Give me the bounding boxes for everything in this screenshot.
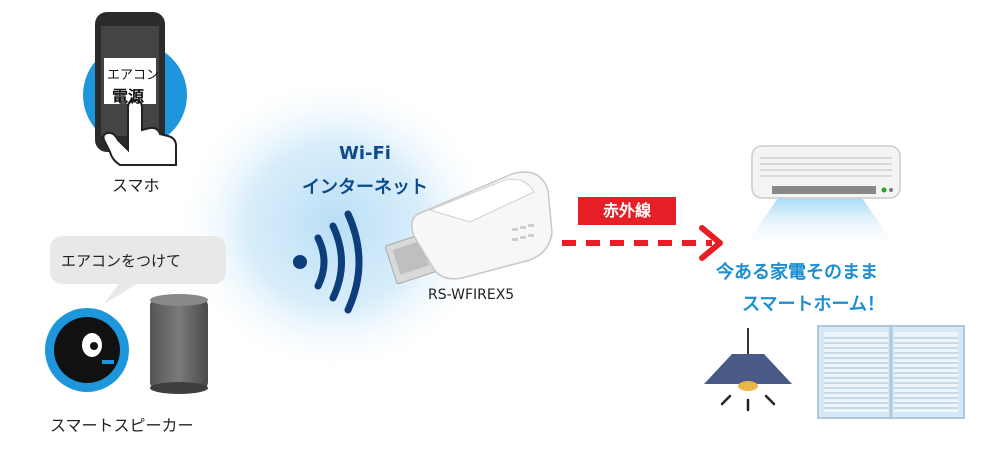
- wifi-signal-icon: [293, 210, 363, 314]
- air-conditioner-icon: [742, 145, 901, 250]
- label-device-model: RS-WFIREX5: [428, 287, 515, 303]
- speech-bubble-text: エアコンをつけて: [61, 252, 182, 270]
- label-smartphone: スマホ: [112, 176, 160, 195]
- wifi-remote-device-icon: [384, 171, 553, 285]
- dashed-arrow-icon: [562, 225, 723, 261]
- smartphone-icon: [83, 12, 187, 152]
- tagline-line-2: スマートホーム！: [742, 294, 885, 315]
- smart-speaker-icon: [45, 308, 129, 392]
- smart-speaker-cylinder-icon: [150, 294, 208, 394]
- screen-text-aircon: エアコン: [107, 68, 160, 83]
- blinds-window-icon: [817, 325, 965, 419]
- speech-bubble-icon: [50, 236, 226, 304]
- hand-icon: [102, 98, 177, 166]
- label-smart-speaker: スマートスピーカー: [50, 416, 194, 435]
- pendant-lamp-icon: [704, 328, 792, 412]
- tagline-line-1: 今ある家電そのまま: [716, 262, 878, 283]
- label-wifi: Wi-Fi: [339, 143, 391, 164]
- label-infrared: 赤外線: [578, 197, 676, 225]
- label-internet: インターネット: [302, 177, 428, 198]
- screen-text-power: 電源: [112, 87, 145, 106]
